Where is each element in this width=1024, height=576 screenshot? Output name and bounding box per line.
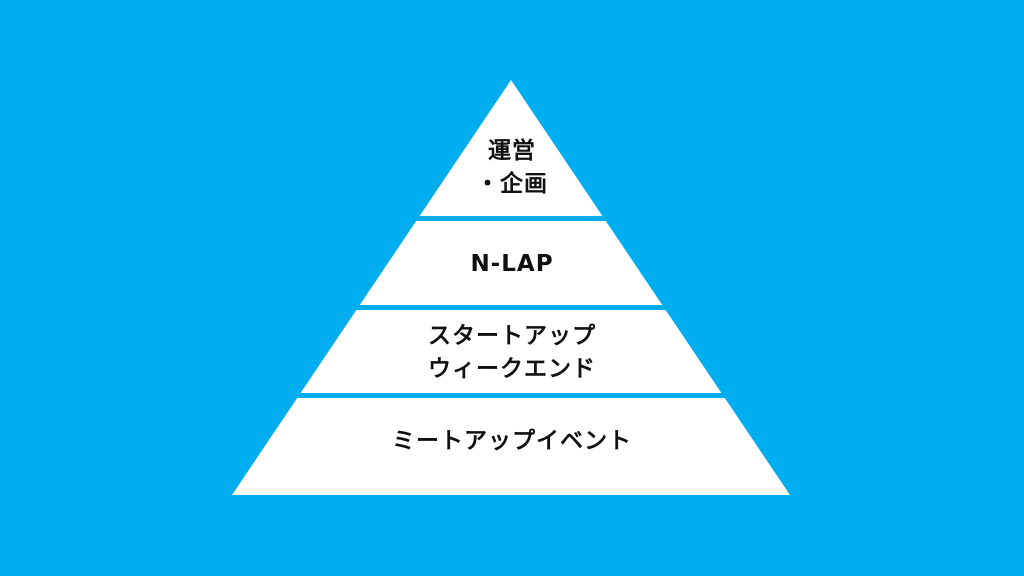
tier-label-meetup-events: ミートアップイベント	[392, 428, 632, 454]
tier-management	[419, 80, 603, 216]
tier-label-startup-weekend: スタートアップ ウィークエンド	[428, 323, 596, 382]
tier-nlap	[359, 221, 663, 305]
tier-startup-weekend	[300, 310, 722, 393]
tier-label-nlap: N-LAP	[470, 251, 554, 277]
tier-meetup-events	[232, 398, 790, 495]
tier-label-management: 運営 ・企画	[476, 138, 548, 197]
